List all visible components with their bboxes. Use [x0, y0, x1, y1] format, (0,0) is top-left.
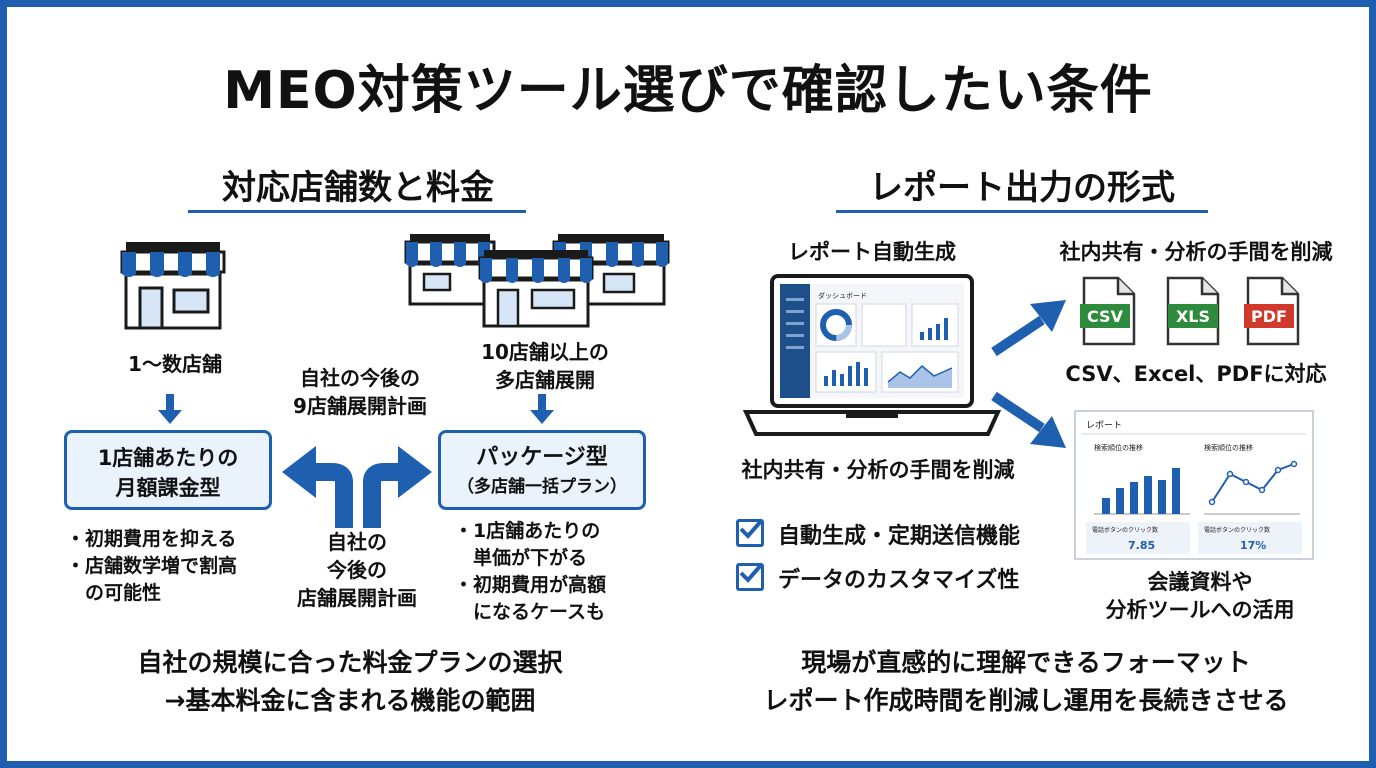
store-icon — [120, 242, 226, 330]
laptop-screen-title: ダッシュボード — [818, 291, 867, 300]
xls-file-icon: XLS — [1166, 276, 1220, 346]
center-plan-label-3: 店舗展開計画 — [297, 586, 417, 610]
chart2-title: 検索順位の推移 — [1204, 443, 1253, 452]
right-heading: レポート出力の形式 — [869, 168, 1175, 208]
monthly-plan-line-1: 1店舗あたりの — [97, 446, 239, 470]
store-group-icon — [404, 234, 670, 328]
check-icon — [736, 562, 764, 591]
csv-file-icon: CSV — [1080, 276, 1136, 346]
metric1-label: 電話ボタンのクリック数 — [1092, 526, 1158, 534]
page-title: MEO対策ツール選びで確認したい条件 — [223, 61, 1153, 121]
feature-label: 自動生成・定期送信機能 — [778, 524, 1021, 549]
package-plan-bullets: ・1店舗あたりの 単価が下がる ・初期費用が高額 になるケースも — [454, 518, 606, 626]
bullet-line: ・店舗数学増で割高 — [66, 555, 238, 577]
formats-caption: CSV、Excel、PDFに対応 — [1065, 362, 1327, 386]
feature-item: 自動生成・定期送信機能 — [736, 518, 1020, 550]
left-heading: 対応店舗数と料金 — [222, 168, 494, 208]
bullet-line: ・初期費用が高額 — [454, 574, 607, 596]
check-icon — [736, 518, 764, 547]
csv-label: CSV — [1087, 307, 1124, 326]
use-label-2: 分析ツールへの活用 — [1105, 598, 1295, 622]
left-summary-1: 自社の規模に合った料金プランの選択 — [137, 648, 563, 677]
metric2-value: 17% — [1240, 539, 1266, 552]
arrow-icon — [282, 446, 432, 528]
laptop-icon: ダッシュボード — [742, 274, 1002, 436]
left-summary-2: →基本料金に含まれる機能の範囲 — [164, 686, 536, 715]
feature-label: データのカスタマイズ性 — [778, 568, 1020, 593]
metric1-value: 7.85 — [1128, 539, 1155, 552]
report-preview: レポート 検索順位の推移 検索順位の推移 電話ボタンのクリック数 7.85 電話… — [1074, 410, 1314, 560]
right-summary-1: 現場が直感的に理解できるフォーマット — [801, 648, 1251, 677]
center-plan-label-1: 自社の — [327, 530, 387, 554]
use-label-1: 会議資料や — [1147, 570, 1253, 594]
auto-report-label: レポート自動生成 — [788, 240, 956, 264]
arrow-icon — [991, 392, 1066, 448]
right-summary-2: レポート作成時間を削減し運用を長続きさせる — [763, 686, 1289, 715]
feature-item: データのカスタマイズ性 — [736, 562, 1019, 594]
chart1-title: 検索順位の推移 — [1094, 443, 1143, 452]
arrow-icon — [530, 394, 554, 424]
package-plan-line-1: パッケージ型 — [476, 445, 608, 470]
metric2-label: 電話ボタンのクリック数 — [1204, 526, 1270, 534]
report-title: レポート — [1086, 420, 1122, 431]
pdf-label: PDF — [1251, 307, 1287, 326]
xls-label: XLS — [1176, 307, 1210, 326]
left-heading-underline — [188, 210, 526, 213]
bullet-line: ・1店舗あたりの — [454, 520, 601, 542]
upper-plan-label-2: 9店舗展開計画 — [293, 394, 427, 418]
monthly-plan-box: 1店舗あたりの 月額課金型 — [64, 430, 272, 510]
upper-plan-label-1: 自社の今後の — [300, 366, 420, 390]
bullet-line: の可能性 — [66, 582, 162, 604]
small-store-label: 1〜数店舗 — [128, 352, 222, 376]
large-store-label-2: 多店舗展開 — [495, 368, 595, 392]
bullet-line: になるケースも — [454, 601, 606, 623]
center-plan-label-2: 今後の — [327, 558, 387, 582]
package-plan-line-2: （多店舗一括プラン） — [457, 477, 627, 497]
large-store-label-1: 10店舗以上の — [481, 340, 609, 364]
arrow-icon — [158, 394, 182, 424]
monthly-plan-line-2: 月額課金型 — [115, 476, 221, 500]
bullet-line: 単価が下がる — [454, 547, 588, 569]
right-heading-underline — [836, 210, 1208, 213]
monthly-plan-bullets: ・初期費用を抑える ・店舗数学増で割高 の可能性 — [66, 526, 237, 607]
arrow-icon — [991, 300, 1066, 356]
pdf-file-icon: PDF — [1244, 276, 1300, 346]
bullet-line: ・初期費用を抑える — [66, 528, 237, 550]
share-mid-label: 社内共有・分析の手間を削減 — [741, 458, 1015, 482]
package-plan-box: パッケージ型 （多店舗一括プラン） — [438, 430, 646, 510]
share-top-label: 社内共有・分析の手間を削減 — [1059, 240, 1333, 264]
